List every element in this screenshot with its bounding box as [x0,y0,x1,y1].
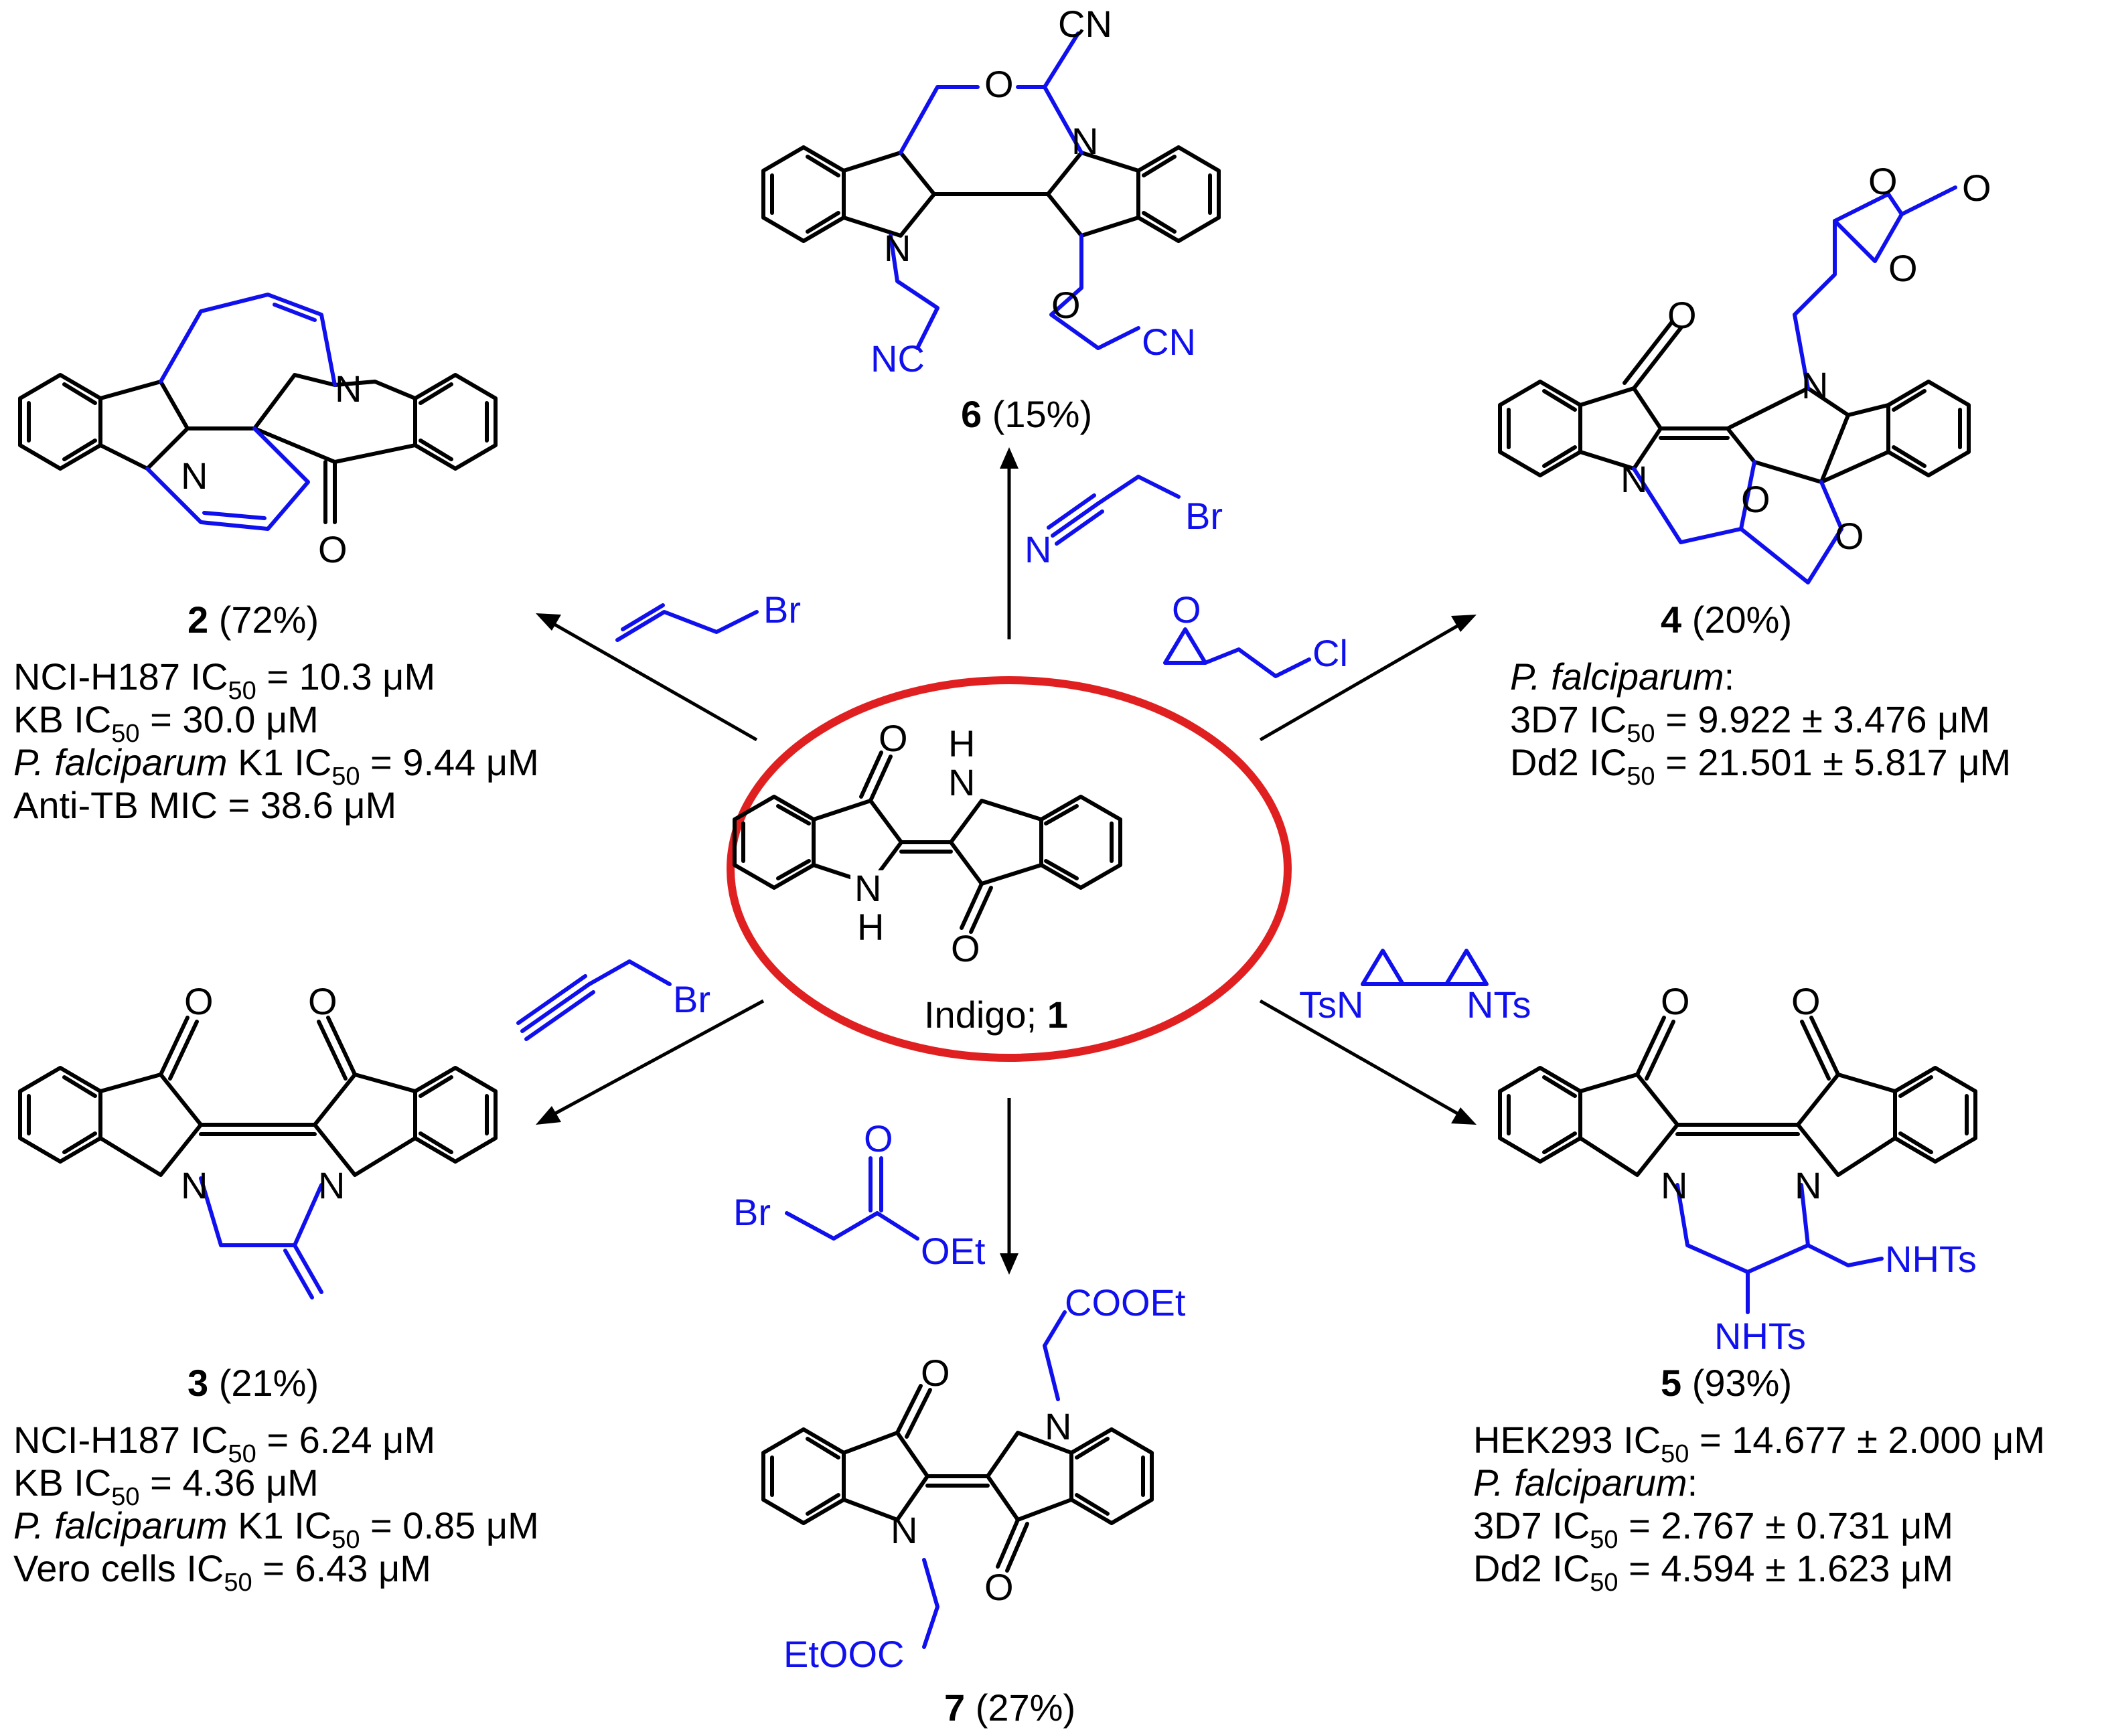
reagent-ethyl-bromoacetate: Br O OEt [733,1117,986,1272]
svg-text:O: O [184,980,214,1022]
svg-text:NHTs: NHTs [1885,1238,1977,1280]
svg-text:2 (72%): 2 (72%) [187,599,319,641]
svg-text:O: O [1962,167,1991,209]
svg-text:N: N [1620,458,1647,500]
bioactivity-line: P. falciparum K1 IC50 = 0.85 μM [13,1504,539,1554]
svg-text:N: N [1025,528,1051,570]
svg-text:N: N [1071,120,1098,162]
svg-text:Br: Br [1185,495,1223,537]
reagent-bis-aziridine: TsN NTs [1299,949,1531,1026]
indigo-n-bottom: N [854,867,881,909]
highlight-ellipse [727,676,1292,1062]
svg-text:Br: Br [733,1191,771,1233]
bioactivity-line: Dd2 IC50 = 21.501 ± 5.817 μM [1510,741,2011,791]
bioactivity-line: KB IC50 = 30.0 μM [13,698,319,748]
svg-text:OEt: OEt [921,1230,986,1272]
svg-text:N: N [1795,1164,1821,1206]
svg-text:NHTs: NHTs [1714,1315,1806,1357]
svg-text:O: O [1051,284,1081,326]
svg-text:3 (21%): 3 (21%) [187,1362,319,1404]
bioactivity-line: Dd2 IC50 = 4.594 ± 1.623 μM [1473,1547,1953,1597]
compound-5: O O N N NHTs NHTs 5 (93%) HEK293 IC50 = … [1473,980,2045,1597]
bioactivity-line: KB IC50 = 4.36 μM [13,1462,319,1511]
svg-text:O: O [984,63,1014,105]
reagent-allyl-bromide: Br [615,588,801,642]
svg-text:O: O [1868,160,1898,202]
compound-2: N N O 2 (72%) NCI-H187 IC50 = 10.3 μMKB … [13,293,539,826]
indigo-name: Indigo; 1 [924,994,1068,1036]
compound-4: O N N O O O O O 4 (20%) P. falciparum:3D… [1498,160,2011,791]
svg-text:O: O [984,1566,1014,1608]
bioactivity-line: 3D7 IC50 = 9.922 ± 3.476 μM [1510,698,1990,748]
svg-text:6 (15%): 6 (15%) [961,393,1092,435]
svg-text:O: O [921,1352,950,1394]
svg-text:Br: Br [673,978,710,1020]
svg-text:CN: CN [1142,321,1196,363]
svg-text:N: N [891,1509,917,1551]
compound-6: O N N O CN NC CN 6 (15%) [761,3,1221,435]
bioactivity-line: NCI-H187 IC50 = 10.3 μM [13,655,435,705]
bioactivity-line: P. falciparum: [1510,655,1734,698]
svg-text:7 (27%): 7 (27%) [944,1686,1075,1729]
bioactivity-line: P. falciparum: [1473,1462,1698,1504]
svg-text:N: N [884,227,911,269]
svg-text:N: N [1801,364,1828,406]
svg-text:NC: NC [871,337,925,380]
svg-text:O: O [1791,980,1821,1022]
compound-4-data: P. falciparum:3D7 IC50 = 9.922 ± 3.476 μ… [1510,655,2011,791]
svg-text:O: O [1661,980,1690,1022]
svg-text:N: N [318,1164,345,1206]
compound-7: O N N O COOEt EtOOC 7 (27%) [761,1281,1186,1729]
svg-text:COOEt: COOEt [1065,1281,1186,1324]
indigo-h-top: H [948,722,975,765]
indigo-o-top: O [879,717,908,759]
bioactivity-line: Vero cells IC50 = 6.43 μM [13,1547,431,1597]
reagent-bromoacetonitrile: N Br [1025,475,1223,570]
svg-text:O: O [864,1117,893,1160]
bioactivity-line: NCI-H187 IC50 = 6.24 μM [13,1419,435,1468]
svg-text:NTs: NTs [1466,983,1531,1026]
svg-text:EtOOC: EtOOC [783,1633,904,1675]
indigo-o-bottom: O [951,927,980,969]
svg-text:O: O [1667,294,1697,336]
svg-text:TsN: TsN [1299,983,1363,1026]
indigo-structure: O H N N H O Indigo; 1 [727,676,1292,1062]
reaction-arrows [536,447,1477,1275]
bioactivity-line: 3D7 IC50 = 2.767 ± 0.731 μM [1473,1504,1953,1554]
indigo-h-bottom: H [857,906,884,948]
svg-text:O: O [1835,515,1864,557]
svg-text:O: O [1741,478,1770,520]
reagent-epichlorohydrin: O Cl [1163,588,1348,678]
svg-text:N: N [335,368,362,410]
svg-text:O: O [308,980,337,1022]
svg-text:5 (93%): 5 (93%) [1661,1362,1792,1404]
bioactivity-line: P. falciparum K1 IC50 = 9.44 μM [13,741,539,791]
svg-text:4 (20%): 4 (20%) [1661,599,1792,641]
svg-text:O: O [318,528,348,570]
compound-3: O O N N 3 (21%) NCI-H187 IC50 = 6.24 μMK… [13,980,539,1597]
indigo-n-top: N [948,761,975,803]
reagent-propargyl-bromide: Br [516,959,710,1041]
svg-text:CN: CN [1058,3,1112,45]
bioactivity-line: HEK293 IC50 = 14.677 ± 2.000 μM [1473,1419,2045,1468]
svg-text:O: O [1172,588,1201,631]
svg-text:O: O [1888,247,1918,289]
svg-text:N: N [1661,1164,1687,1206]
compound-5-data: HEK293 IC50 = 14.677 ± 2.000 μMP. falcip… [1473,1419,2045,1597]
svg-text:Br: Br [763,588,801,631]
svg-text:N: N [1045,1405,1071,1447]
svg-text:N: N [181,1164,208,1206]
svg-text:Cl: Cl [1312,632,1348,674]
svg-text:N: N [181,455,208,497]
bioactivity-line: Anti-TB MIC = 38.6 μM [13,784,396,826]
